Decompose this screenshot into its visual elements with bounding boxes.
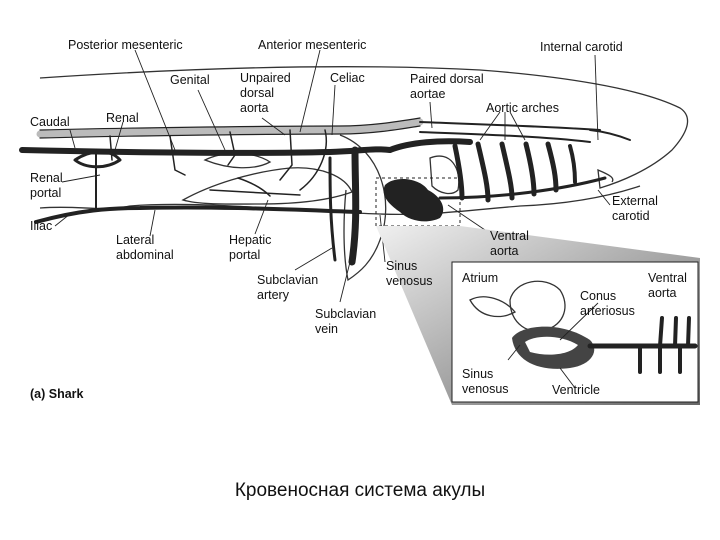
label-external-carotid-2: carotid <box>612 209 650 223</box>
label-celiac: Celiac <box>330 71 365 85</box>
heart-region <box>375 177 461 227</box>
label-external-carotid-1: External <box>612 194 658 208</box>
inset-labels: Atrium Ventral aorta Conus arteriosus Si… <box>462 271 687 397</box>
label-anterior-mesenteric: Anterior mesenteric <box>258 38 366 52</box>
diagram-labels: Posterior mesenteric Anterior mesenteric… <box>30 38 658 401</box>
inset-label-atrium: Atrium <box>462 271 498 285</box>
label-lateral-abdominal-2: abdominal <box>116 248 174 262</box>
label-subclavian-artery-1: Subclavian <box>257 273 318 287</box>
inset-label-conus-1: Conus <box>580 289 616 303</box>
leader-lines <box>54 49 611 303</box>
label-unpaired-2: dorsal <box>240 86 274 100</box>
label-caudal: Caudal <box>30 115 70 129</box>
label-aortic-arches: Aortic arches <box>486 101 559 115</box>
inset-label-ventricle: Ventricle <box>552 383 600 397</box>
label-sinus-venosus-2: venosus <box>386 274 433 288</box>
label-subclavian-vein-2: vein <box>315 322 338 336</box>
dorsal-aorta-vessels <box>36 117 631 143</box>
label-sinus-venosus-1: Sinus <box>386 259 417 273</box>
aortic-arches <box>438 141 607 203</box>
label-ventral-aorta-2: aorta <box>490 244 519 258</box>
visceral-branches <box>109 129 327 197</box>
cardinal-veins <box>19 138 473 266</box>
panel-label: (a) Shark <box>30 387 84 401</box>
label-renal: Renal <box>106 111 139 125</box>
label-ventral-aorta-1: Ventral <box>490 229 529 243</box>
label-unpaired-3: aorta <box>240 101 269 115</box>
inset-label-conus-2: arteriosus <box>580 304 635 318</box>
label-unpaired-1: Unpaired <box>240 71 291 85</box>
label-iliac: Iliac <box>30 219 52 233</box>
label-hepatic-portal-1: Hepatic <box>229 233 271 247</box>
label-posterior-mesenteric: Posterior mesenteric <box>68 38 183 52</box>
inset-label-sinus-1: Sinus <box>462 367 493 381</box>
inset-label-ventral-aorta-1: Ventral <box>648 271 687 285</box>
label-renal-portal-2: portal <box>30 186 61 200</box>
inset-label-sinus-2: venosus <box>462 382 509 396</box>
label-subclavian-artery-2: artery <box>257 288 290 302</box>
label-hepatic-portal-2: portal <box>229 248 260 262</box>
label-internal-carotid: Internal carotid <box>540 40 623 54</box>
label-paired-1: Paired dorsal <box>410 72 484 86</box>
label-genital: Genital <box>170 73 210 87</box>
slide-caption: Кровеносная система акулы <box>234 480 486 501</box>
inset-label-ventral-aorta-2: aorta <box>648 286 677 300</box>
label-paired-2: aortae <box>410 87 445 101</box>
label-lateral-abdominal-1: Lateral <box>116 233 154 247</box>
label-subclavian-vein-1: Subclavian <box>315 307 376 321</box>
label-renal-portal-1: Renal <box>30 171 63 185</box>
heart-inset <box>451 261 699 403</box>
